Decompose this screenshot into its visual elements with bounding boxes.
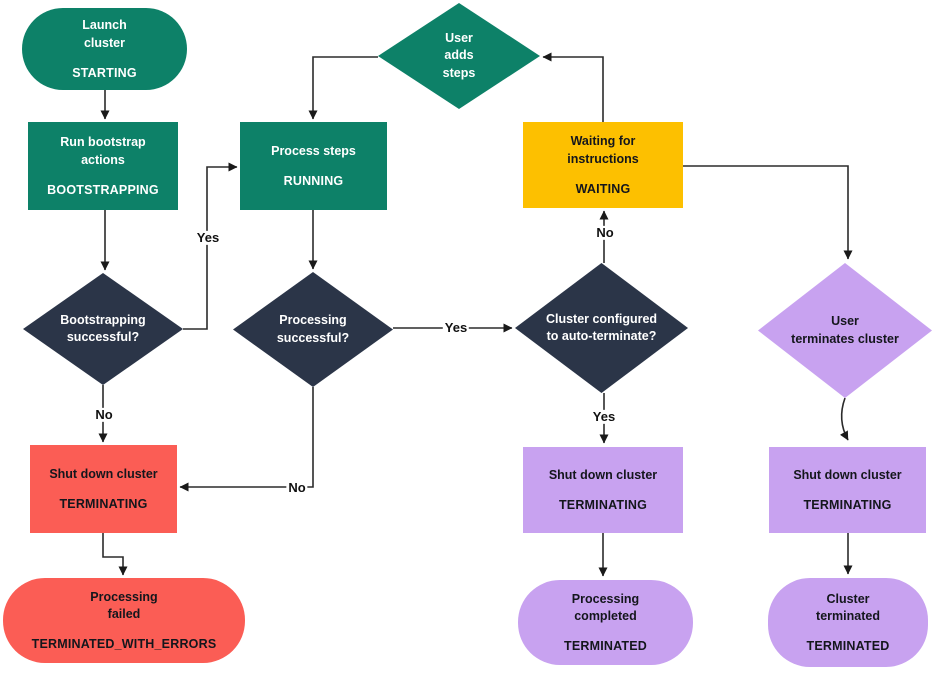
node-process-steps: Process steps RUNNING <box>240 122 387 210</box>
node-label: Cluster configured to auto-terminate? <box>545 311 658 343</box>
edge-user-adds-steps-to-process-steps <box>308 56 378 120</box>
node-run-bootstrap-actions: Run bootstrap actions BOOTSTRAPPING <box>28 122 178 210</box>
node-label: Waiting for instructions <box>567 134 639 166</box>
node-state: TERMINATED <box>563 639 647 654</box>
node-terminated-user: Cluster terminated TERMINATED <box>768 578 928 667</box>
diamond-shape <box>515 263 688 393</box>
node-state: STARTING <box>72 65 137 80</box>
node-label: Run bootstrap actions <box>60 135 146 167</box>
edge-label-bootstrap-no: No <box>93 406 115 423</box>
node-shutdown-cluster-error: Shut down cluster TERMINATING <box>30 445 177 533</box>
diamond-shape <box>23 273 183 385</box>
diamond-shape <box>758 263 932 398</box>
node-shutdown-cluster-user: Shut down cluster TERMINATING <box>769 447 926 533</box>
node-waiting-for-instructions: Waiting for instructions WAITING <box>523 122 683 208</box>
edge-processing-no-to-shutdown-error <box>179 387 314 492</box>
node-state: TERMINATED_WITH_ERRORS <box>31 637 217 652</box>
edge-label-processing-yes: Yes <box>442 319 470 336</box>
node-label: Shut down cluster <box>793 467 902 482</box>
diamond-shape <box>378 3 540 109</box>
node-terminated-with-errors: Processing failed TERMINATED_WITH_ERRORS <box>3 578 245 663</box>
node-processing-successful: Processing successful? <box>233 272 393 387</box>
node-label: User terminates cluster <box>791 314 899 346</box>
node-label: Launch cluster <box>82 18 127 50</box>
node-label: Process steps <box>271 143 356 158</box>
node-user-terminates-cluster: User terminates cluster <box>758 263 932 398</box>
node-state: RUNNING <box>283 174 344 189</box>
diamond-shape <box>233 272 393 387</box>
edge-label-bootstrap-yes: Yes <box>194 229 222 246</box>
node-bootstrapping-successful: Bootstrapping successful? <box>23 273 183 385</box>
edge-label-processing-no: No <box>286 479 308 496</box>
node-label: Shut down cluster <box>548 467 658 482</box>
edge-waiting-to-user-adds-steps <box>542 52 604 122</box>
node-state: TERMINATING <box>803 498 892 513</box>
node-user-adds-steps: User adds steps <box>378 3 540 109</box>
node-state: WAITING <box>575 181 631 196</box>
node-label: Bootstrapping successful? <box>60 312 146 344</box>
node-label: User adds steps <box>442 31 476 80</box>
edge-user-terminates-to-shutdown-user <box>839 397 849 441</box>
node-state: TERMINATING <box>558 498 648 513</box>
edge-waiting-to-user-terminates <box>683 165 853 260</box>
node-label: Cluster terminated <box>816 591 880 623</box>
edge-label-auto-terminate-yes: Yes <box>590 408 618 425</box>
node-label: Shut down cluster <box>49 466 158 481</box>
node-state: TERMINATING <box>59 497 148 512</box>
node-label: Processing failed <box>90 589 158 621</box>
node-shutdown-cluster-auto: Shut down cluster TERMINATING <box>523 447 683 533</box>
node-label: Processing completed <box>571 591 640 623</box>
edge-shutdown-error-to-terminated-errors <box>102 533 128 576</box>
node-state: BOOTSTRAPPING <box>47 182 159 197</box>
node-launch-cluster: Launch cluster STARTING <box>22 8 187 90</box>
edge-bootstrapping-yes-to-process-steps <box>183 162 238 330</box>
edge-label-auto-terminate-no: No <box>594 224 616 241</box>
node-terminated-completed: Processing completed TERMINATED <box>518 580 693 665</box>
node-label: Processing successful? <box>276 313 350 345</box>
node-state: TERMINATED <box>806 639 890 654</box>
node-cluster-configured-auto-terminate: Cluster configured to auto-terminate? <box>515 263 688 393</box>
